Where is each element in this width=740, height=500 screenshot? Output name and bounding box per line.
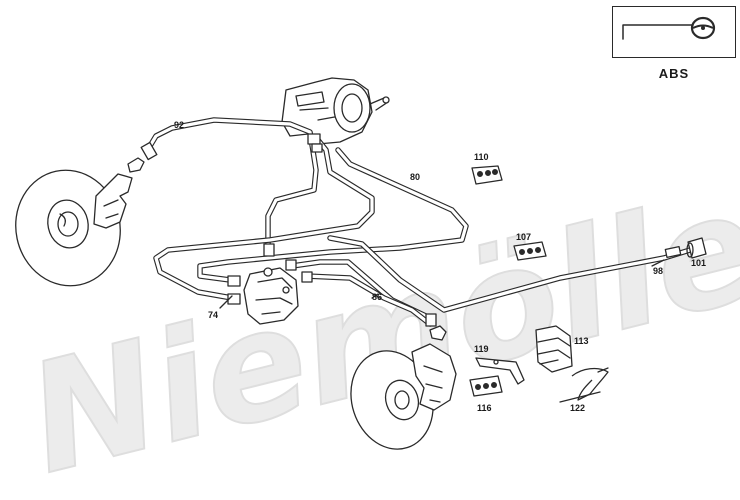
front-left-brake-disc [15,169,121,287]
brake-distribution-block [243,267,299,325]
callout-92: 92 [174,120,184,130]
part-116-grommet [469,375,503,397]
part-110-grommet [471,165,503,185]
part-119-bracket [475,357,525,385]
callout-80: 80 [410,172,420,182]
callout-74: 74 [208,310,218,320]
callout-98: 98 [653,266,663,276]
callout-101: 101 [691,258,706,268]
line-fittings [140,133,682,327]
callout-122: 122 [570,403,585,413]
front-left-brake-caliper [93,157,145,229]
brake-lines [147,117,693,327]
brake-master-cylinder [281,77,390,145]
callout-113: 113 [574,336,589,346]
part-122-cable-tie [559,367,609,403]
part-113-clamp-block [535,325,573,373]
part-101-sleeve [686,237,707,259]
callout-107: 107 [516,232,531,242]
abs-legend-box [612,6,736,58]
callout-116: 116 [477,403,492,413]
callout-86: 86 [372,292,382,302]
rear-right-brake-disc [350,350,434,450]
rear-right-brake-caliper [411,325,457,411]
steering-wheel-icon [622,16,716,40]
callout-119: 119 [474,344,489,354]
part-107-grommet [513,241,547,261]
leader-lines [219,259,665,309]
callout-110: 110 [474,152,489,162]
abs-legend-label: ABS [658,66,690,81]
